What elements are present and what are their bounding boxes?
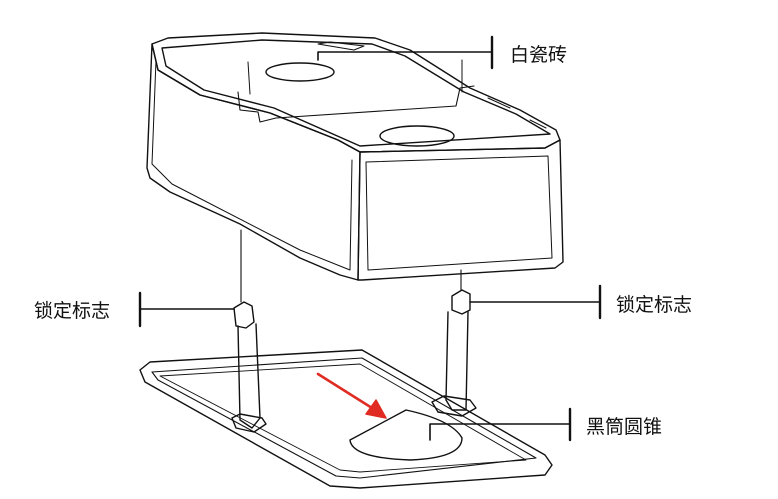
housing-front-bevel <box>365 155 553 271</box>
tray-outer-edge <box>139 349 553 489</box>
label-white-tile: 白瓷砖 <box>510 44 568 66</box>
housing-divider-notch-left <box>247 59 463 95</box>
housing-rim-ribs <box>317 41 547 129</box>
label-black-cone: 黑筒圆锥 <box>586 416 663 438</box>
alignment-lines <box>240 229 462 303</box>
label-lock-mark-left: 锁定标志 <box>34 300 111 322</box>
red-arrow-shaft <box>316 372 374 410</box>
lock-post-right-cap <box>451 289 471 315</box>
leader-white-tile <box>317 51 493 61</box>
lock-post-right-body <box>445 311 469 411</box>
leader-black-cone <box>429 423 571 441</box>
housing-left-bevel <box>151 59 353 271</box>
housing-divider <box>237 85 475 123</box>
tray-inner-edge <box>151 357 537 479</box>
label-lock-mark-right: 锁定标志 <box>616 294 693 316</box>
lock-post-left-foot <box>231 413 267 433</box>
housing-inner-rim <box>161 39 551 147</box>
lock-post-right <box>431 289 477 417</box>
upper-housing <box>146 32 564 281</box>
lock-post-left-body <box>237 323 261 429</box>
lower-opening <box>379 125 455 147</box>
lock-post-right-foot <box>431 395 477 417</box>
lock-post-left <box>231 301 267 433</box>
red-arrow <box>316 372 387 419</box>
callout-leaders <box>138 35 602 442</box>
tray-inner-edge-2 <box>159 363 527 473</box>
base-tray <box>139 349 553 489</box>
lock-post-left-cap <box>233 301 255 329</box>
white-tile-opening <box>265 62 335 82</box>
black-cone <box>349 409 463 461</box>
housing-front-face <box>357 139 564 281</box>
red-arrow-head <box>365 399 387 419</box>
housing-left-face <box>146 43 361 281</box>
